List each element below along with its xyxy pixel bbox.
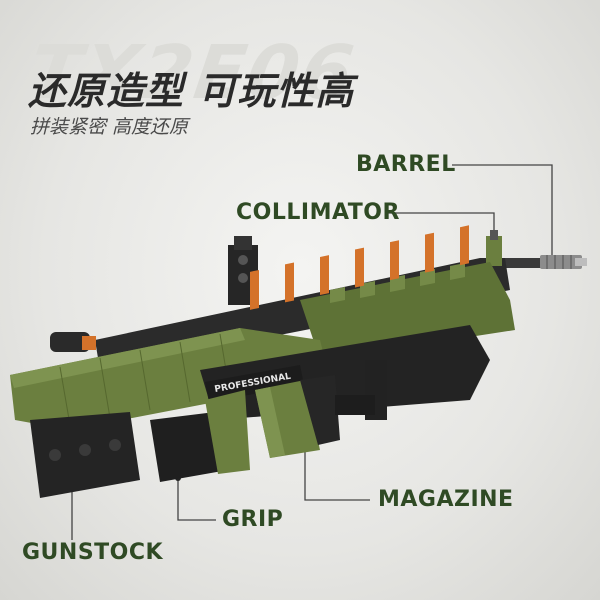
barrel-leader-line xyxy=(452,164,553,262)
barrel-part xyxy=(505,255,587,269)
grip-leader-line xyxy=(177,478,216,521)
magazine-leader-line xyxy=(304,445,370,501)
collimator-leader-line xyxy=(388,212,495,236)
gunstock-callout: GUNSTOCK xyxy=(22,540,164,565)
receiver-body xyxy=(10,328,330,430)
orange-accents xyxy=(250,225,469,310)
grip-callout: GRIP xyxy=(222,507,284,532)
grip-part xyxy=(150,390,250,482)
barrel-callout: BARREL xyxy=(356,152,456,177)
collimator-callout: COLLIMATOR xyxy=(236,200,400,225)
headline: 还原造型 可玩性高 xyxy=(28,69,355,113)
cheek-rest xyxy=(50,332,96,352)
magazine-part xyxy=(255,375,340,458)
collimator-part xyxy=(486,230,502,266)
subheadline: 拼装紧密 高度还原 xyxy=(30,116,189,138)
trigger-guard xyxy=(335,360,387,420)
magazine-callout: MAGAZINE xyxy=(378,487,514,512)
